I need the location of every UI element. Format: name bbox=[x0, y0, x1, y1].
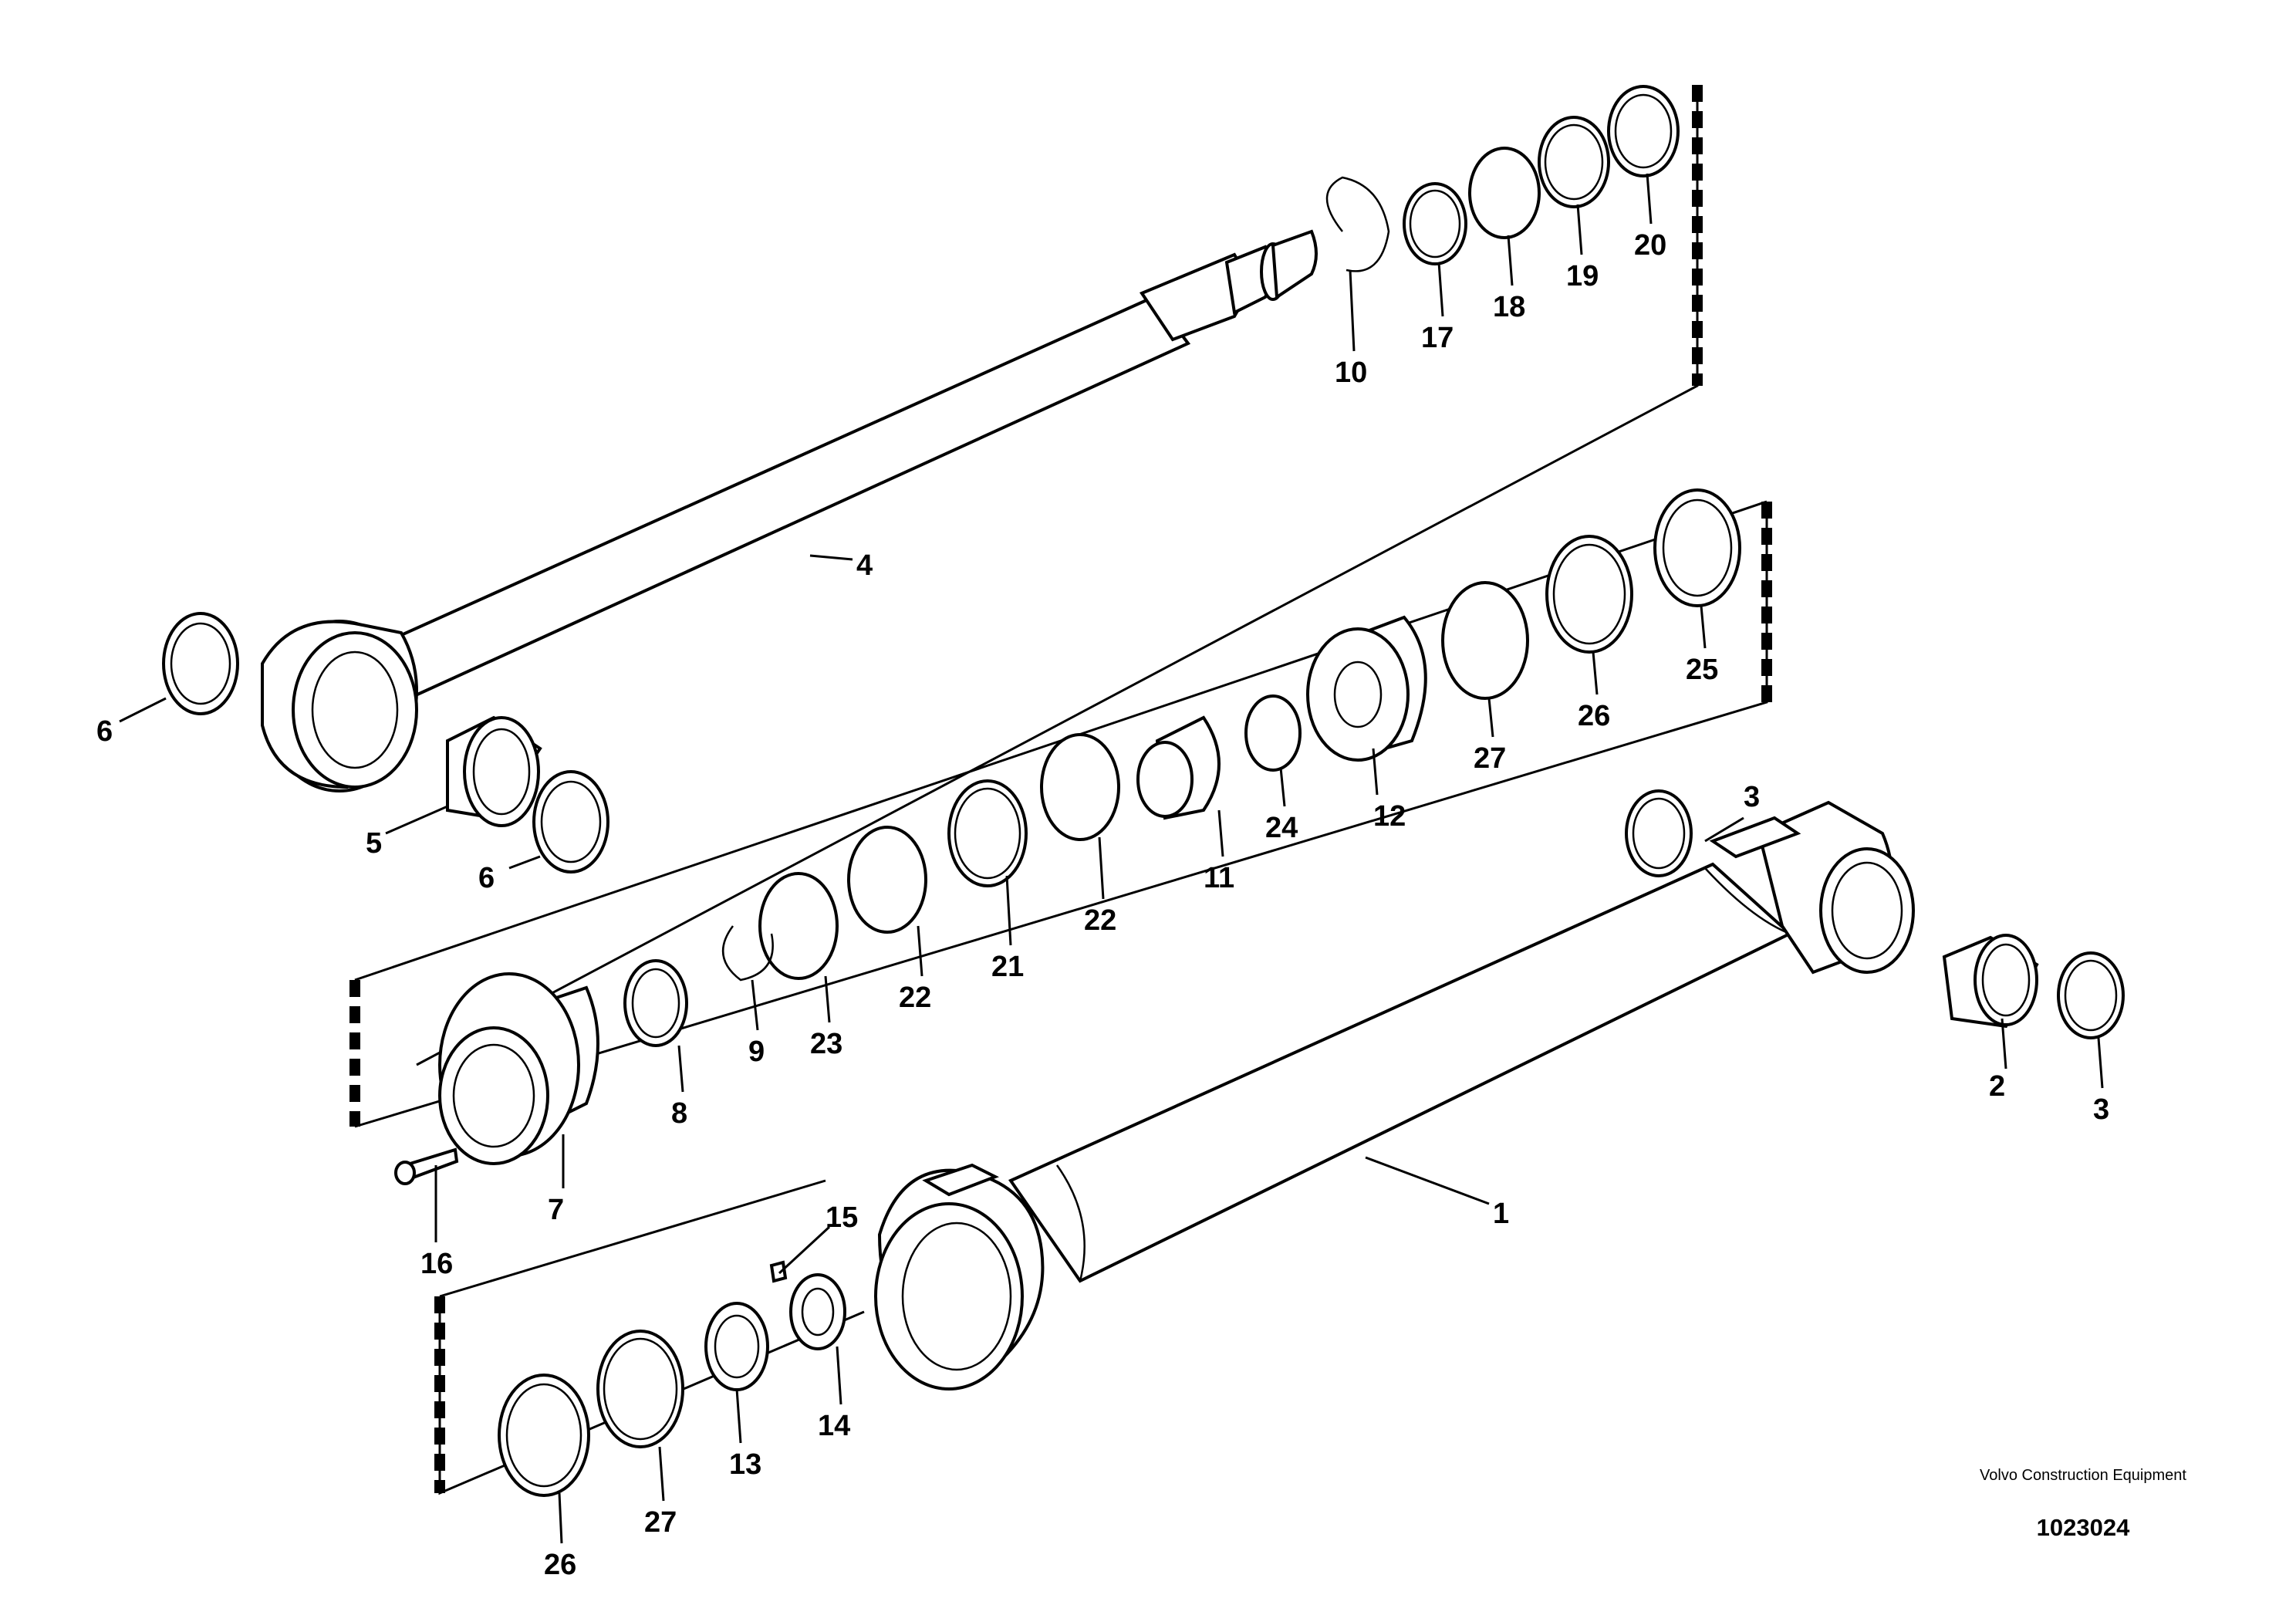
cylinder-head bbox=[438, 972, 599, 1165]
label-25: 25 bbox=[1686, 654, 1718, 686]
label-1: 1 bbox=[1493, 1198, 1509, 1230]
label-13: 13 bbox=[729, 1448, 761, 1481]
label-19: 19 bbox=[1566, 260, 1599, 292]
cylinder-tube bbox=[874, 800, 1915, 1391]
seal-rings bbox=[162, 85, 2125, 1497]
label-27a: 27 bbox=[1474, 742, 1506, 775]
label-6a: 6 bbox=[96, 715, 113, 748]
piston-rod bbox=[261, 229, 1318, 792]
label-26a: 26 bbox=[1578, 700, 1610, 732]
part-number-labels: 1 2 3 3 4 5 6 6 7 8 9 10 11 12 13 14 15 … bbox=[96, 229, 2109, 1581]
label-7: 7 bbox=[548, 1194, 564, 1226]
label-6b: 6 bbox=[478, 862, 495, 894]
label-21: 21 bbox=[991, 951, 1024, 983]
label-26b: 26 bbox=[544, 1549, 576, 1581]
label-5: 5 bbox=[366, 827, 382, 860]
label-8: 8 bbox=[671, 1097, 687, 1130]
label-23: 23 bbox=[810, 1028, 842, 1060]
label-24: 24 bbox=[1265, 812, 1298, 844]
label-14: 14 bbox=[818, 1410, 850, 1442]
label-15: 15 bbox=[826, 1201, 858, 1234]
label-18: 18 bbox=[1493, 291, 1525, 323]
brand-caption: Volvo Construction Equipment bbox=[1980, 1467, 2186, 1484]
label-11: 11 bbox=[1204, 862, 1234, 894]
leader-lines bbox=[119, 173, 2104, 1544]
group-bracket-piston-rod bbox=[416, 85, 1703, 1066]
label-20: 20 bbox=[1634, 229, 1666, 262]
label-22b: 22 bbox=[1084, 904, 1116, 937]
label-27b: 27 bbox=[644, 1506, 677, 1539]
label-3a: 3 bbox=[1744, 781, 1760, 813]
label-16: 16 bbox=[420, 1248, 453, 1280]
label-9: 9 bbox=[748, 1036, 765, 1068]
document-number: 1023024 bbox=[2036, 1514, 2130, 1541]
label-3b: 3 bbox=[2093, 1093, 2109, 1126]
label-10: 10 bbox=[1335, 357, 1367, 389]
label-22a: 22 bbox=[899, 982, 931, 1014]
label-4: 4 bbox=[856, 549, 873, 582]
label-12: 12 bbox=[1373, 800, 1406, 833]
label-17: 17 bbox=[1421, 322, 1454, 354]
label-2: 2 bbox=[1989, 1070, 2005, 1103]
